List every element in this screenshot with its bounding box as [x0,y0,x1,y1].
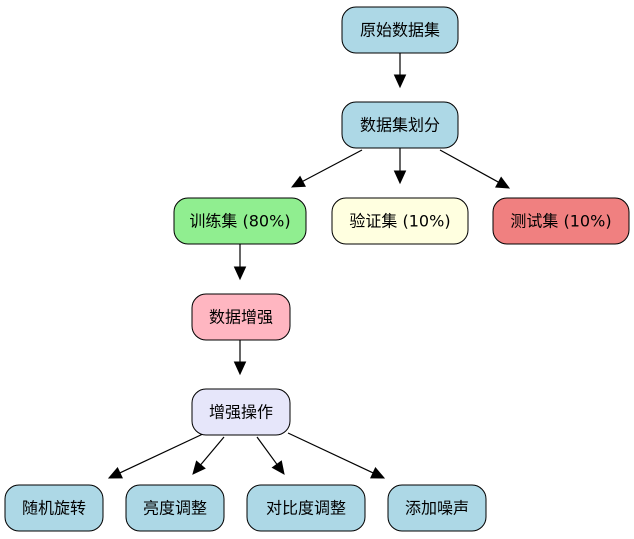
arrowhead-icon [107,467,123,479]
node-box [331,197,469,245]
edge-augment_ops-to-brightness_adjust [192,436,225,475]
node-label: 随机旋转 [22,499,86,518]
node-box [4,484,104,532]
node-label: 原始数据集 [360,21,440,40]
node-box [387,484,487,532]
node-contrast-adjust: 对比度调整 [246,484,366,532]
edge-augment_ops-to-add_noise [287,432,386,479]
edge-line [200,436,225,466]
node-data-augmentation: 数据增强 [191,293,291,341]
arrowhead-icon [290,175,306,188]
edges-layer [107,53,511,479]
node-label: 训练集 (80%) [189,212,290,231]
edge-line [119,432,206,474]
edge-train_set-to-data_augmentation [233,244,247,281]
edge-data_augmentation-to-augment_ops [233,340,247,376]
node-label: 亮度调整 [143,499,207,518]
node-label: 验证集 (10%) [349,212,450,231]
edge-augment_ops-to-contrast_adjust [256,436,285,475]
node-box [191,388,291,436]
node-box [341,6,459,54]
arrowhead-icon [495,176,511,189]
node-label: 数据集划分 [360,116,440,135]
arrowhead-icon [271,460,285,475]
node-label: 对比度调整 [266,499,346,518]
node-label: 测试集 (10%) [510,212,611,231]
node-box [492,197,630,245]
node-augment-ops: 增强操作 [191,388,291,436]
node-val-set: 验证集 (10%) [331,197,469,245]
edge-dataset_split-to-test_set [439,149,511,189]
edge-line [287,432,374,474]
node-dataset-split: 数据集划分 [341,101,459,149]
arrowhead-icon [233,266,247,281]
edge-line [302,149,363,182]
node-label: 添加噪声 [405,499,469,518]
node-raw-dataset: 原始数据集 [341,6,459,54]
arrowhead-icon [370,467,386,479]
node-box [246,484,366,532]
node-label: 增强操作 [209,403,273,422]
edge-raw_dataset-to-dataset_split [393,53,407,89]
arrowhead-icon [393,74,407,89]
edge-dataset_split-to-val_set [393,148,407,185]
arrowhead-icon [233,361,247,376]
node-train-set: 训练集 (80%) [173,197,307,245]
node-add-noise: 添加噪声 [387,484,487,532]
edge-line [439,149,499,183]
node-box [341,101,459,149]
arrowhead-icon [393,170,407,185]
arrowhead-icon [192,460,206,475]
node-label: 数据增强 [209,308,273,327]
node-box [173,197,307,245]
node-random-rotation: 随机旋转 [4,484,104,532]
node-box [191,293,291,341]
node-test-set: 测试集 (10%) [492,197,630,245]
node-brightness-adjust: 亮度调整 [125,484,225,532]
node-box [125,484,225,532]
edge-dataset_split-to-train_set [290,149,363,188]
edge-augment_ops-to-random_rotation [107,432,206,479]
edge-line [256,436,278,465]
